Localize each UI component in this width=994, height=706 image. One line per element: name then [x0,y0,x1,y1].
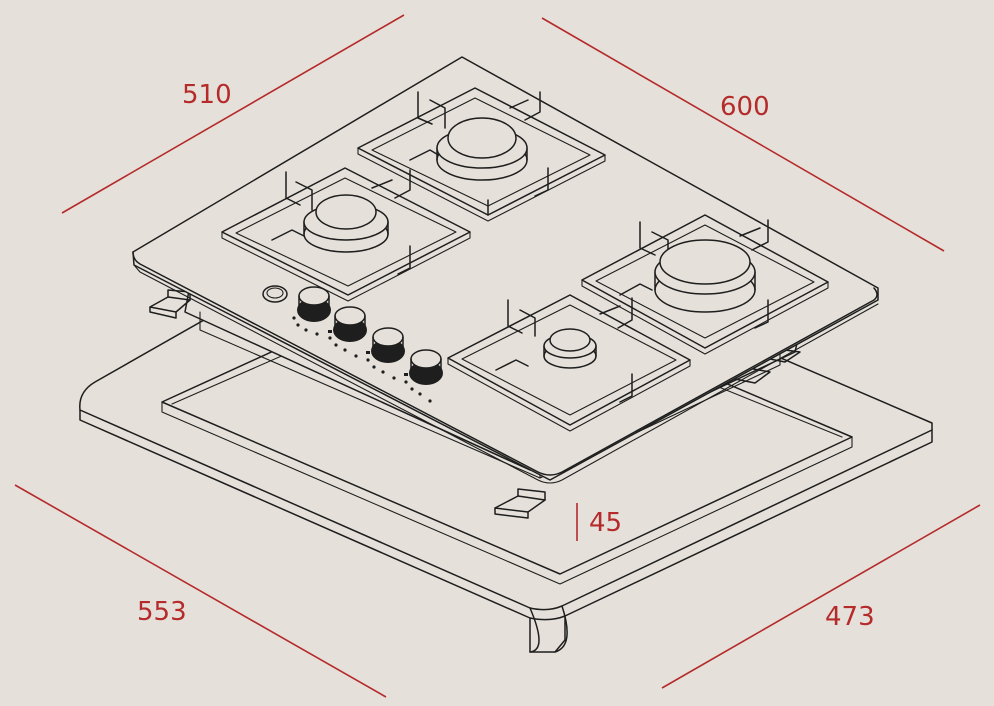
dimension-lines [14,14,981,698]
dimension-label-473: 473 [825,602,875,632]
trivet-front-left [221,167,471,302]
dimension-label-510: 510 [182,80,232,110]
dimension-labels: 510 600 553 473 45 [137,80,875,632]
dimension-label-553: 553 [137,597,187,627]
mounting-clamp-front [494,488,546,519]
trivet-front-right [447,294,691,432]
dimension-label-600: 600 [720,92,770,122]
dimension-line-553 [14,484,387,698]
control-knob-2 [333,306,367,342]
igniter-button [262,285,288,303]
trivet-back-right [581,214,829,355]
burner-auxiliary [543,328,597,369]
trivet-back-left [357,87,606,222]
burner-front-left [303,194,389,253]
knob-markings [292,316,432,403]
dimension-line-473 [661,504,981,689]
control-knob-1 [297,286,331,322]
dimension-line-510 [61,14,405,214]
control-knob-3 [371,327,405,363]
burner-wok [654,239,756,313]
dimension-line-600 [541,17,945,252]
mounting-clamp-left [149,289,191,319]
control-knob-4 [409,349,443,385]
dimension-label-45: 45 [589,508,622,538]
burner-back-left [436,117,528,181]
